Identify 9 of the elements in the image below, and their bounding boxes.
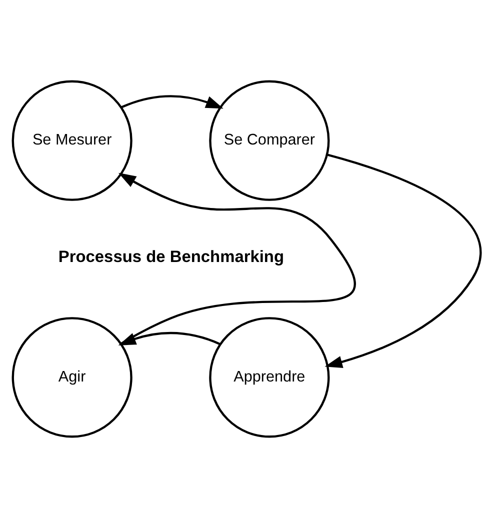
- label: Processus de Benchmarking: [58, 248, 284, 266]
- node-circle: Agir: [12, 317, 132, 438]
- node-circle: Se Comparer: [209, 80, 330, 201]
- arrow: [118, 332, 221, 346]
- arrow: [324, 154, 482, 368]
- arrow: [118, 172, 356, 344]
- node-circle: Se Mesurer: [12, 80, 132, 201]
- node-circle: Apprendre: [209, 317, 330, 438]
- arrow: [121, 95, 224, 109]
